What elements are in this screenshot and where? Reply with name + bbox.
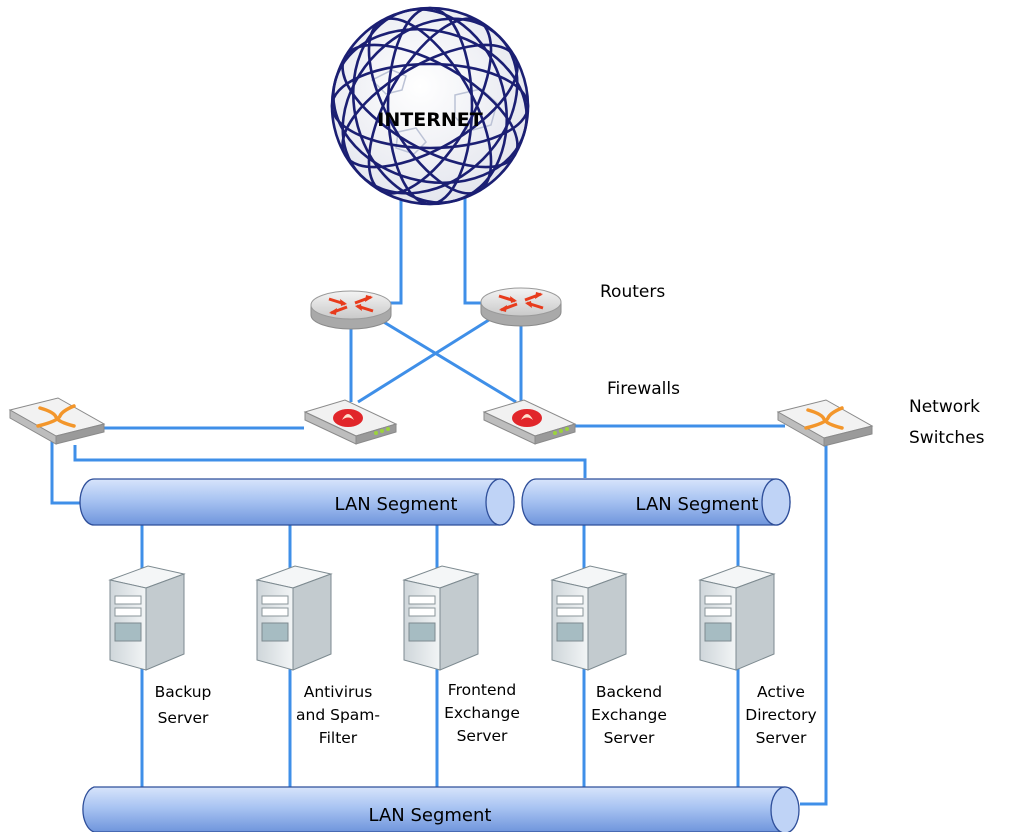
link-router-right-firewall-left [357, 316, 493, 404]
switch-right-icon [776, 399, 874, 447]
link-internet-router-right [463, 165, 484, 305]
link-switch-left-segment-right [73, 445, 587, 478]
internet-label: INTERNET [377, 109, 482, 131]
server-label-line: Server [457, 727, 508, 745]
lan-segment-upper-right-label: LAN Segment [636, 494, 759, 515]
firewalls-label: Firewalls [607, 379, 680, 399]
server-label-line: Exchange [444, 704, 520, 722]
backup-server-label: Backup Server [155, 683, 212, 727]
switch-left-icon [8, 397, 106, 445]
backend-server-icon [550, 565, 628, 671]
server-label-line: Exchange [591, 706, 667, 724]
antivirus-server-label: Antivirus and Spam- Filter [296, 683, 380, 747]
directory-server-label: Active Directory Server [745, 683, 816, 747]
server-label-line: and Spam- [296, 706, 380, 724]
server-label-line: Active [757, 683, 805, 701]
lan-segment-upper-left: LAN Segment [79, 478, 515, 526]
server-label-line: Backend [596, 683, 662, 701]
switches-label-line1: Network [909, 397, 980, 417]
frontend-server-label: Frontend Exchange Server [444, 681, 520, 745]
server-label-line: Backup [155, 683, 212, 701]
lan-segment-upper-left-label: LAN Segment [335, 494, 458, 515]
frontend-server-icon [402, 565, 480, 671]
server-label-line: Directory [745, 706, 816, 724]
lan-segment-bottom: LAN Segment [82, 786, 800, 832]
backup-server-icon [108, 565, 186, 671]
internet-globe-icon: INTERNET [330, 6, 530, 206]
antivirus-server-icon [255, 565, 333, 671]
server-label-line: Server [604, 729, 655, 747]
switches-label-line2: Switches [909, 428, 985, 448]
lan-segment-upper-right: LAN Segment [521, 478, 791, 526]
routers-label: Routers [600, 282, 665, 302]
server-label-line: Server [756, 729, 807, 747]
link-switch-left-segment-left [50, 436, 86, 505]
link-router-left-firewall-right [376, 316, 517, 404]
server-label-line: Frontend [448, 681, 516, 699]
router-left-icon [310, 290, 392, 330]
server-label-line: Antivirus [304, 683, 373, 701]
firewall-right-icon [482, 399, 577, 445]
server-label-line: Server [158, 709, 209, 727]
router-right-icon [480, 287, 562, 327]
server-label-line: Filter [319, 729, 358, 747]
link-switch-right-bottom-segment [800, 442, 828, 806]
backend-server-label: Backend Exchange Server [591, 683, 667, 747]
firewall-left-icon [303, 399, 398, 445]
directory-server-icon [698, 565, 776, 671]
lan-segment-bottom-label: LAN Segment [369, 805, 492, 826]
